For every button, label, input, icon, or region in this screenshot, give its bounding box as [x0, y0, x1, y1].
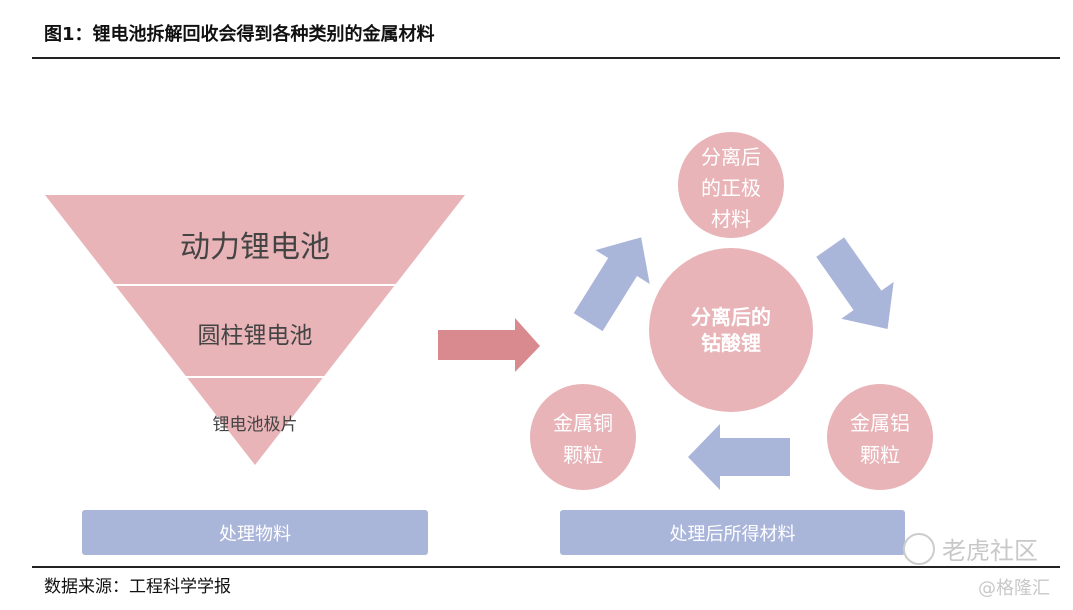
arrow-down-right: [816, 237, 894, 330]
figure-title: 图1：锂电池拆解回收会得到各种类别的金属材料: [44, 24, 435, 45]
circle-center: [649, 248, 813, 412]
funnel-level-3: 锂电池极片: [212, 415, 298, 435]
funnel-triangle: [45, 195, 465, 465]
left-circle-label: 金属铜颗粒: [553, 411, 613, 467]
circle-left: [530, 384, 636, 490]
arrow-left: [688, 424, 790, 490]
bottom-divider: [32, 566, 1060, 568]
circle-top: [678, 132, 784, 238]
top-circle-label: 分离后的正极材料: [701, 145, 761, 231]
watermark-brand: 老虎社区: [942, 537, 1038, 565]
source-note: 数据来源：工程科学学报: [44, 577, 231, 597]
arrow-up-right: [573, 237, 650, 332]
right-arrow: [438, 318, 540, 372]
watermark-logo-icon: [903, 533, 935, 565]
circle-right: [827, 384, 933, 490]
cycle-caption: 处理后所得材料: [560, 510, 905, 555]
top-divider: [32, 57, 1060, 59]
funnel-caption: 处理物料: [82, 510, 428, 555]
center-circle-label: 分离后的钴酸锂: [691, 305, 771, 355]
funnel-level-2: 圆柱锂电池: [197, 323, 313, 349]
watermark-handle: @格隆汇: [978, 578, 1050, 599]
right-circle-label: 金属铝颗粒: [850, 411, 910, 467]
funnel-level-1: 动力锂电池: [180, 230, 330, 265]
